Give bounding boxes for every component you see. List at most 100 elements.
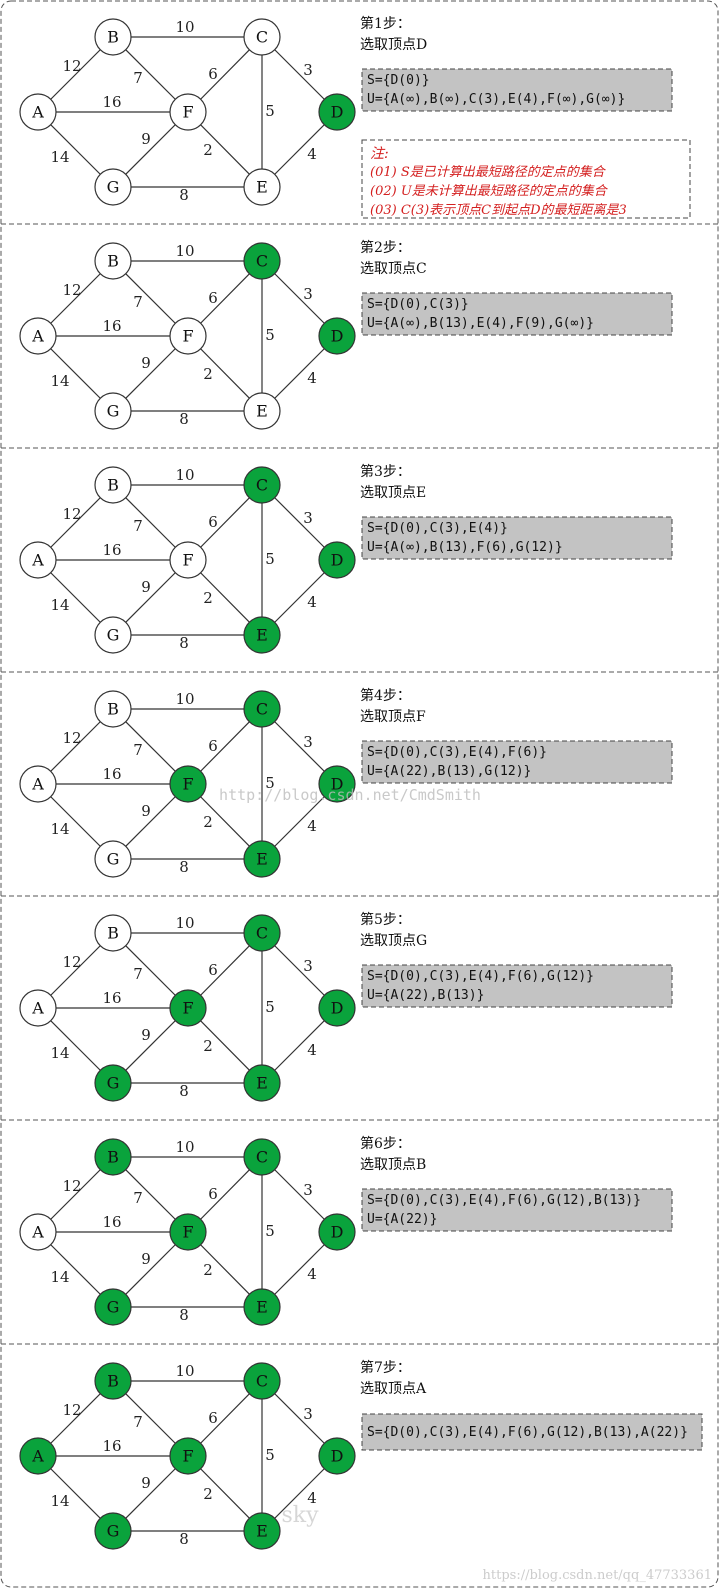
node-b	[94, 1138, 132, 1176]
node-label: F	[182, 327, 193, 346]
node-label: G	[107, 178, 120, 197]
node-label: G	[107, 626, 120, 645]
edge-weight-label: 5	[265, 774, 275, 792]
node-label: E	[256, 1298, 268, 1317]
node-label: C	[256, 28, 268, 47]
node-b	[94, 242, 132, 280]
s-set-line: S={D(0),C(3),E(4),F(6),G(12),B(13),A(22)…	[367, 1425, 688, 1440]
u-set-line: U={A(22)}	[367, 1212, 437, 1227]
node-label: B	[107, 700, 119, 719]
edge-weight-label: 3	[303, 1405, 313, 1423]
edge-weight-label: 10	[175, 914, 194, 932]
node-label: A	[31, 999, 44, 1018]
edge-weight-label: 12	[62, 953, 81, 971]
node-a	[19, 1437, 57, 1475]
node-label: D	[331, 103, 344, 122]
node-c	[243, 466, 281, 504]
edge-weight-label: 10	[175, 18, 194, 36]
edge-weight-label: 8	[179, 186, 189, 204]
node-b	[94, 914, 132, 952]
edge-weight-label: 6	[208, 289, 218, 307]
node-c	[243, 18, 281, 56]
edge-weight-label: 4	[307, 1489, 317, 1507]
edge-weight-label: 2	[203, 365, 213, 383]
edge-weight-label: 8	[179, 1306, 189, 1324]
edge-weight-label: 4	[307, 817, 317, 835]
edge-weight-label: 10	[175, 690, 194, 708]
u-set-line: U={A(∞),B(∞),C(3),E(4),F(∞),G(∞)}	[367, 92, 625, 107]
edge-weight-label: 2	[203, 141, 213, 159]
node-label: D	[331, 999, 344, 1018]
step-subtitle: 选取顶点C	[360, 261, 427, 277]
node-label: D	[331, 327, 344, 346]
edge-weight-label: 9	[141, 354, 151, 372]
node-a	[19, 541, 57, 579]
edge-weight-label: 9	[141, 1026, 151, 1044]
edge-weight-label: 8	[179, 1082, 189, 1100]
watermark-url: https://blog.csdn.net/qq_47733361	[483, 1568, 712, 1583]
edge-weight-label: 2	[203, 1261, 213, 1279]
node-label: A	[31, 551, 44, 570]
edge-weight-label: 4	[307, 1265, 317, 1283]
edge-weight-label: 2	[203, 1485, 213, 1503]
node-f	[169, 1213, 207, 1251]
edge-weight-label: 12	[62, 57, 81, 75]
edge-weight-label: 12	[62, 281, 81, 299]
note-title: 注:	[370, 146, 389, 162]
step-subtitle: 选取顶点D	[360, 37, 427, 53]
edge-weight-label: 14	[50, 820, 69, 838]
set-box	[361, 516, 673, 560]
node-d	[318, 1437, 356, 1475]
step-title: 第5步：	[360, 911, 411, 928]
node-label: C	[256, 1372, 268, 1391]
step-subtitle: 选取顶点B	[360, 1157, 426, 1173]
edge-weight-label: 9	[141, 802, 151, 820]
edge-weight-label: 14	[50, 372, 69, 390]
node-f	[169, 317, 207, 355]
node-label: A	[31, 1223, 44, 1242]
node-label: A	[31, 775, 44, 794]
edge-weight-label: 4	[307, 1041, 317, 1059]
edge-weight-label: 5	[265, 550, 275, 568]
u-set-line: U={A(∞),B(13),F(6),G(12)}	[367, 540, 563, 555]
edge-weight-label: 16	[102, 989, 121, 1007]
node-c	[243, 1138, 281, 1176]
u-set-line: U={A(∞),B(13),E(4),F(9),G(∞)}	[367, 316, 594, 331]
watermark-sky: sky	[281, 1503, 319, 1528]
node-label: A	[31, 103, 44, 122]
node-label: E	[256, 178, 268, 197]
node-f	[169, 765, 207, 803]
edge-weight-label: 3	[303, 957, 313, 975]
edge-weight-label: 7	[133, 741, 143, 759]
node-b	[94, 690, 132, 728]
edge-weight-label: 3	[303, 733, 313, 751]
edge-weight-label: 14	[50, 596, 69, 614]
node-d	[318, 541, 356, 579]
node-label: G	[107, 1298, 120, 1317]
node-label: G	[107, 850, 120, 869]
edge-weight-label: 8	[179, 634, 189, 652]
node-g	[94, 168, 132, 206]
step-title: 第3步：	[360, 463, 411, 480]
edge-weight-label: 6	[208, 961, 218, 979]
node-label: C	[256, 924, 268, 943]
edge-weight-label: 7	[133, 517, 143, 535]
node-label: C	[256, 476, 268, 495]
edge-weight-label: 6	[208, 737, 218, 755]
edge-weight-label: 4	[307, 593, 317, 611]
node-g	[94, 1512, 132, 1550]
node-label: C	[256, 700, 268, 719]
edge-weight-label: 9	[141, 1250, 151, 1268]
set-box	[361, 964, 673, 1008]
edge-weight-label: 4	[307, 369, 317, 387]
node-label: G	[107, 402, 120, 421]
node-g	[94, 840, 132, 878]
set-box	[361, 1413, 703, 1451]
edge-weight-label: 9	[141, 130, 151, 148]
node-d	[318, 1213, 356, 1251]
